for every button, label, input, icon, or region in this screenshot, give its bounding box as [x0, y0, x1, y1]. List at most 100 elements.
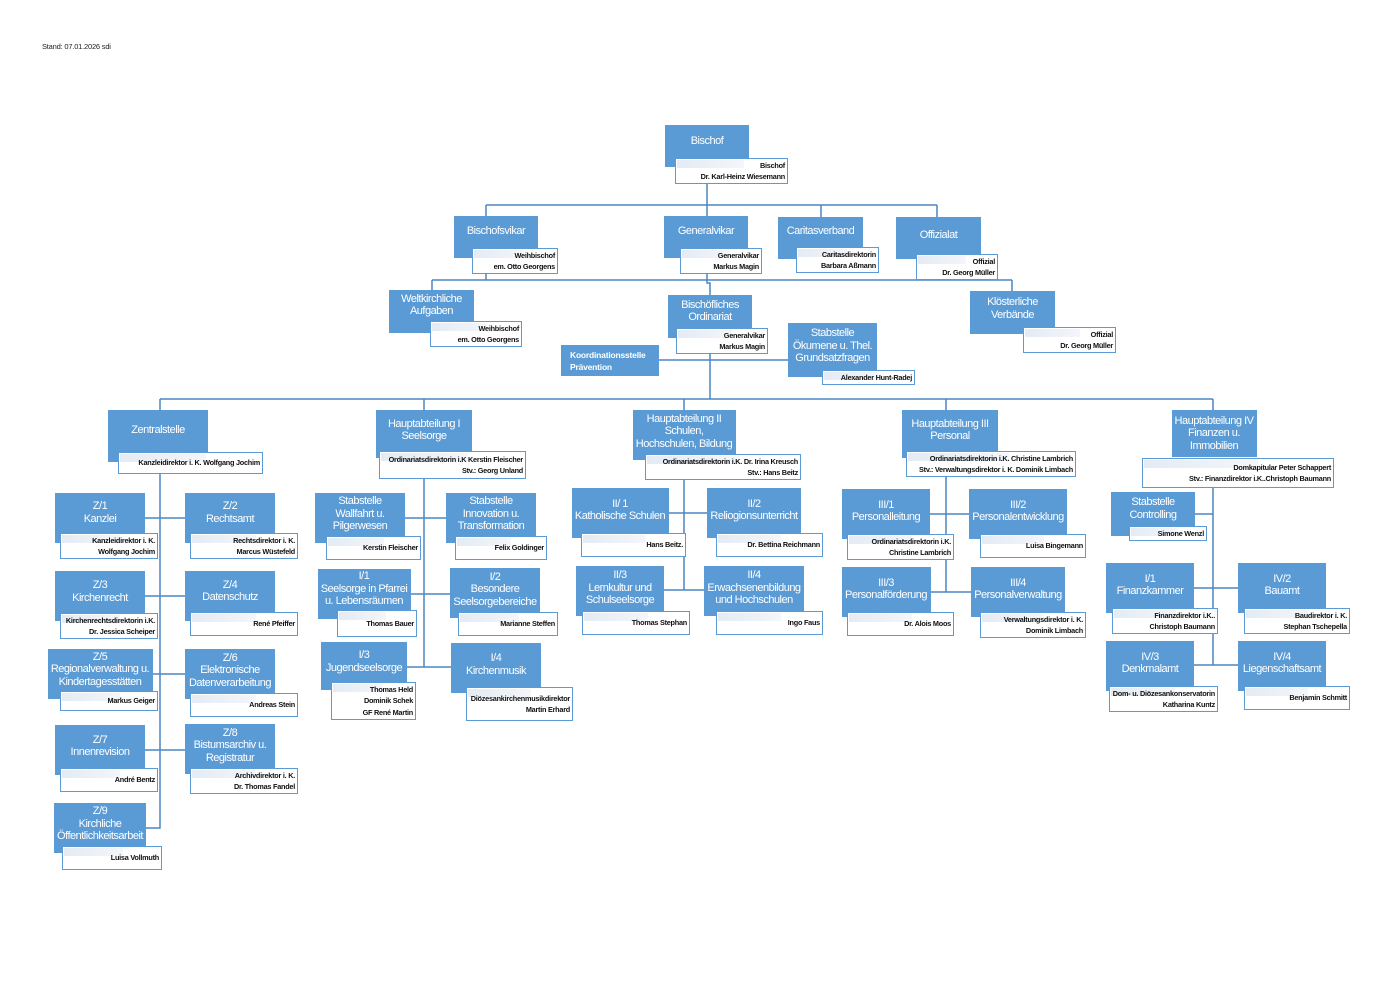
unit-title: Personalverwaltung: [974, 589, 1062, 601]
unit-title: I/1: [358, 570, 370, 583]
unit-title: Hauptabteilung IV: [1174, 414, 1254, 427]
unit-person: Dr. Jessica Scheiper: [89, 627, 155, 636]
unit-person: Markus Geiger: [107, 696, 156, 706]
unit-title: Öffentlichkeitsarbeit: [57, 830, 143, 843]
unit-title: Caritasverband: [786, 225, 855, 238]
unit-head-z-4-datenschutz: René Pfeiffer: [190, 612, 298, 636]
connector-ha1: [405, 479, 451, 668]
unit-person: Stephan Tschepella: [1283, 622, 1348, 631]
unit-person: Luisa Bingemann: [1025, 541, 1083, 551]
unit-person: Kirchenrechtsdirektorin i.K.: [65, 615, 155, 625]
unit-person: Christoph Baumann: [1149, 622, 1216, 631]
unit-person: Ordinariatsdirektorin i.K.: [871, 536, 952, 546]
unit-person: Dr. Georg Müller: [1060, 341, 1113, 350]
unit-head-z-2-rechtsamt: Rechtsdirektor i. K.Marcus Wüstefeld: [190, 533, 298, 559]
unit-title: Transformation: [457, 520, 525, 533]
connector-level2: [431, 274, 1013, 295]
unit-box-offizialat[interactable]: Offizialat: [896, 217, 981, 259]
unit-head-z-7-innenrevision: André Bentz: [60, 768, 158, 792]
unit-title: Kirchenmusik: [465, 664, 527, 677]
unit-person: Barbara Aßmann: [820, 261, 876, 270]
unit-person: Stv.: Hans Beitz: [747, 468, 798, 477]
unit-title: Erwachsenenbildung: [707, 581, 801, 594]
unit-title: Ökumene u. Thel.: [792, 339, 873, 352]
unit-title: I/1: [1144, 572, 1156, 585]
unit-title: Datenverarbeitung: [188, 676, 272, 689]
unit-title: Schulseelsorge: [585, 594, 655, 607]
unit-head-hauptabteilung-ii-schulen-hochschulen-bildung: Ordinariatsdirektorin i.K. Dr. Irina Kre…: [645, 454, 801, 480]
unit-person: Dr. Georg Müller: [942, 268, 995, 277]
unit-person: Andreas Stein: [249, 700, 295, 710]
unit-person: Diözesankirchenmusikdirektor: [470, 693, 571, 703]
unit-title: Z/4: [222, 578, 238, 591]
unit-person: Archivdirektor i. K.: [234, 770, 296, 780]
unit-person: Christine Lambrich: [889, 548, 951, 557]
unit-person: Kerstin Fleischer: [363, 543, 418, 553]
unit-title: Besondere: [470, 583, 520, 596]
unit-title: Stabstelle: [1131, 496, 1175, 508]
unit-head-z-5-regionalverwaltung-u-kindertagesstätten: Markus Geiger: [60, 691, 158, 711]
unit-title: III/1: [878, 498, 894, 511]
unit-title: Finanzen u.: [1188, 427, 1240, 440]
unit-person: Offizial: [972, 256, 996, 266]
unit-person: Dominik Schek: [363, 696, 413, 706]
unit-title: Kanzlei: [83, 512, 117, 525]
unit-person: Stv.: Georg Unland: [461, 466, 523, 475]
unit-head-ii-4-erwachsenenbildung-und-hochschulen: Ingo Faus: [716, 611, 823, 635]
unit-head-z-3-kirchenrecht: Kirchenrechtsdirektorin i.K. Dr. Jessica …: [60, 613, 158, 639]
unit-title: Hauptabteilung II: [646, 412, 722, 425]
unit-title: Personalentwicklung: [972, 511, 1064, 523]
unit-head-iv-4-liegenschaftsamt: Benjamin Schmitt: [1244, 686, 1350, 710]
unit-person: Domkapitular Peter Schappert: [1233, 462, 1331, 472]
unit-person: Alexander Hunt-Radej: [840, 372, 912, 382]
unit-person: em. Otto Georgens: [457, 335, 520, 344]
connector-ha4: [1194, 488, 1238, 666]
unit-title: Denkmalamt: [1121, 663, 1179, 675]
unit-title: Wallfahrt u.: [335, 507, 385, 520]
unit-title: Hochschulen, Bildung: [635, 437, 733, 450]
unit-title: Immobilien: [1189, 439, 1239, 452]
unit-title: Finanzkammer: [1116, 585, 1184, 597]
unit-title: Weltkirchliche: [401, 292, 462, 305]
unit-title: Stabstelle: [810, 327, 855, 340]
unit-title: Z/7: [92, 733, 108, 746]
unit-person: Thomas Held: [369, 684, 413, 694]
unit-title: Personalleitung: [851, 511, 921, 523]
